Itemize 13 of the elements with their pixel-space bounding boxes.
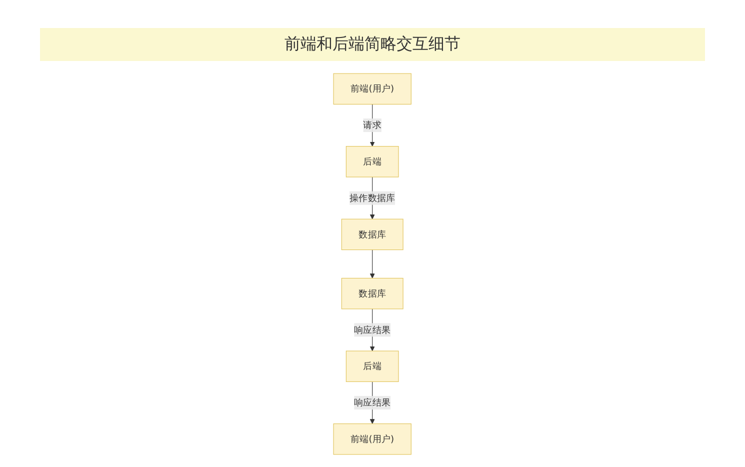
arrow [370,250,375,278]
title-banner: 前端和后端简略交互细节 [40,28,705,61]
edge-label: 请求 [363,120,382,130]
edge-label: 响应结果 [354,324,391,336]
arrow [370,104,375,147]
node-box: 数据库 [342,278,404,310]
node-box: 后端 [346,146,399,178]
edge-label: 操作数据库 [350,192,396,204]
node-box: 后端 [346,350,399,382]
edge-label: 响应结果 [354,397,391,408]
node-box: 前端(用户) [333,423,412,455]
node-box: 数据库 [342,218,404,250]
node-box: 前端(用户) [333,73,412,105]
